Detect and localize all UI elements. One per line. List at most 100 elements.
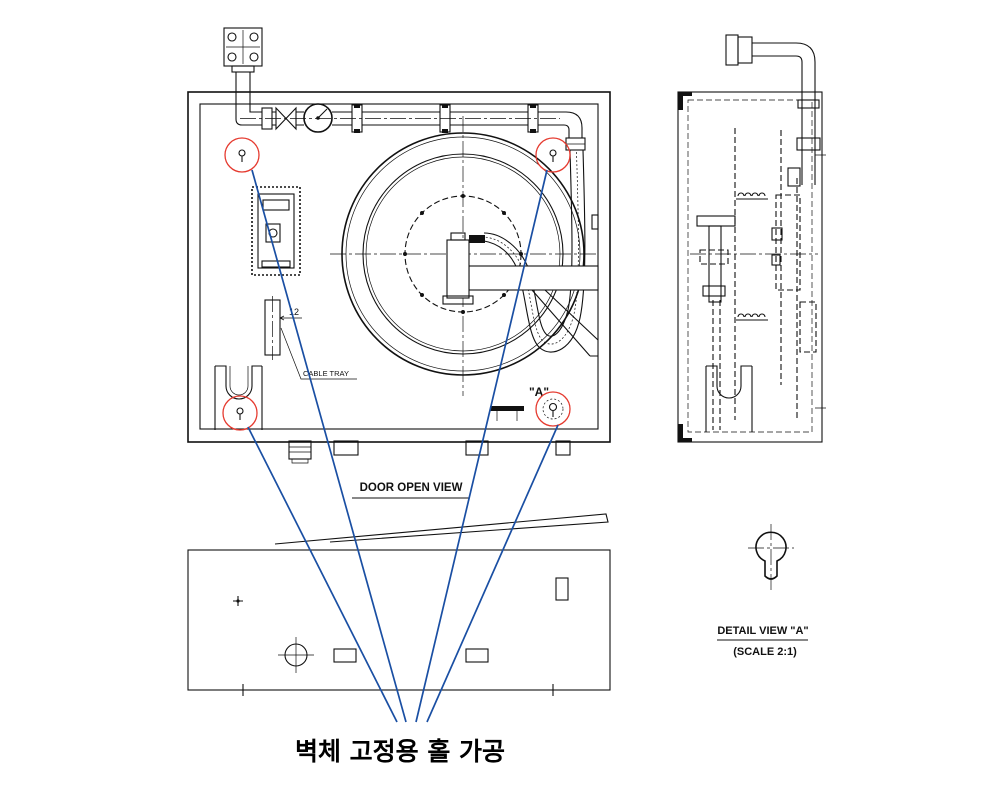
bottom-fittings (288, 440, 571, 464)
side-inlet-pipe (725, 34, 821, 187)
side-inner-outline (687, 99, 813, 433)
side-control-knob (771, 227, 783, 241)
side-pipe-union (797, 99, 820, 109)
front-view: 12 CABLE TRAY "A" (187, 27, 611, 499)
detail-a-circle (542, 398, 564, 420)
cable-gland-threads (289, 446, 311, 464)
side-inlet-nipple (737, 36, 753, 64)
flange-bolt-hole (227, 32, 237, 42)
cable-tray-bracket: 12 CABLE TRAY (264, 296, 357, 380)
side-hose-clamp (787, 167, 801, 187)
leader-line-bottom-right (426, 424, 559, 723)
reel-diagonal-strut (531, 289, 599, 357)
reel-hub-cap (450, 232, 466, 241)
reel-inlet-nozzle (469, 235, 485, 243)
control-box-panel (257, 193, 295, 269)
highlight-circle-bottom-left (222, 395, 258, 431)
reel-support-arm (468, 265, 599, 291)
u-bracket (214, 365, 263, 430)
reel-hub-base (442, 295, 474, 305)
bottom-slot (333, 648, 357, 663)
detail-view-a: DETAIL VIEW "A" (SCALE 2:1) (717, 524, 809, 658)
flange-bolt-hole (227, 52, 237, 62)
bottom-round-hole-crosshair (278, 637, 314, 673)
side-t-bracket-clamp (699, 249, 729, 265)
side-hose-fitting (796, 137, 821, 151)
pressure-gauge (303, 103, 333, 133)
door-latch (591, 214, 599, 230)
highlight-circle-top-right (535, 137, 571, 173)
bottom-hole-center (236, 599, 240, 603)
side-hidden-lines (712, 128, 798, 430)
cable-gland (288, 440, 312, 460)
gauge-needle (317, 108, 328, 119)
side-control-switch (771, 254, 781, 266)
control-box (251, 186, 301, 276)
leader-line-bottom-left (247, 426, 398, 723)
outlet-elbow (538, 111, 583, 138)
keyhole-detail-icon (755, 531, 787, 580)
side-view (677, 34, 826, 443)
highlight-circles (222, 137, 571, 431)
detail-view-title: DETAIL VIEW "A" (717, 625, 808, 637)
cabinet-outer-frame (187, 91, 611, 443)
keyhole-icon (548, 402, 558, 417)
flange-bolt-hole (249, 52, 259, 62)
bottom-slot (465, 648, 489, 663)
reel-hub-swivel (446, 239, 470, 299)
side-arm-profile (799, 301, 817, 353)
side-spring-upper (736, 192, 768, 200)
keyhole-icon (549, 149, 557, 162)
side-spring-lower (736, 313, 768, 321)
callout-caption: 벽체 고정용 홀 가공 (295, 737, 505, 766)
control-box-terminal (261, 260, 291, 268)
detail-marker-label: "A" (529, 385, 549, 399)
control-box-display (262, 199, 290, 211)
flange-bolt-hole (249, 32, 259, 42)
bottom-slot (555, 577, 569, 601)
mounting-bar (490, 406, 524, 411)
hose-reel (330, 116, 599, 396)
side-hose-segment (801, 150, 816, 185)
highlight-circle-bottom-right (535, 391, 571, 427)
header-pipe (240, 103, 586, 151)
bottom-view (187, 513, 611, 696)
detail-view-scale: (SCALE 2:1) (733, 646, 797, 658)
detail-a-marker: "A" (490, 385, 564, 421)
bottom-foot (555, 440, 571, 456)
pipe-nipple (231, 65, 255, 73)
open-door-edge (274, 513, 609, 545)
pipe-segments (272, 111, 528, 126)
keyhole-icon (238, 149, 246, 162)
u-bracket-outline (214, 365, 263, 430)
dimension-label: 12 (289, 307, 299, 317)
side-control-box (775, 194, 801, 291)
keyhole-holes (236, 149, 558, 420)
inlet-pipe (223, 27, 263, 126)
mounting-bar-legs (496, 411, 518, 421)
leader-line-top-left (251, 169, 407, 723)
inlet-elbow (235, 72, 262, 126)
control-box-outline (251, 186, 301, 276)
callout-leaders (247, 169, 559, 723)
hose-braid (483, 151, 579, 345)
bottom-foot (333, 440, 359, 456)
side-u-bracket (705, 365, 753, 432)
front-view-caption: DOOR OPEN VIEW (360, 482, 463, 494)
dimension-line (279, 315, 302, 321)
cable-tray-leader (280, 327, 357, 380)
highlight-circle-top-left (224, 137, 260, 173)
side-t-bracket-base (702, 285, 726, 297)
bottom-panel-outline (187, 549, 611, 691)
gauge-pivot (316, 116, 320, 120)
hose-outer-edge (483, 149, 586, 353)
side-inlet-elbow (752, 42, 816, 150)
side-edge-ticks (815, 154, 826, 409)
side-cabinet-outline (677, 91, 823, 443)
ball-valve (275, 106, 297, 131)
control-box-switch (265, 223, 281, 243)
cable-tray-label: CABLE TRAY (303, 369, 349, 378)
keyhole-icon (236, 407, 244, 420)
